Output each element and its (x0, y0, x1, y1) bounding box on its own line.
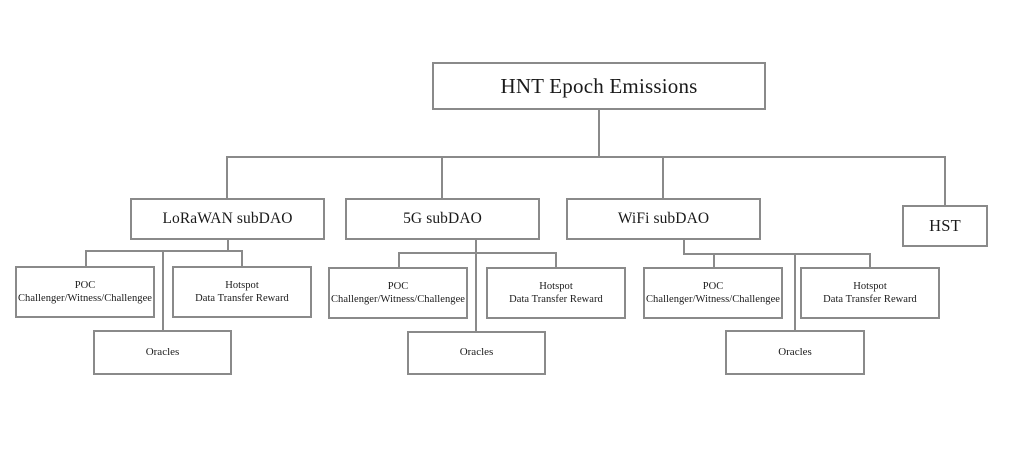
connector-drop-wifi (662, 156, 664, 198)
connector-lorawan-to-poc (85, 250, 87, 266)
node-lorawan-oracles[interactable]: Oracles (93, 330, 232, 375)
node-hst[interactable]: HST (902, 205, 988, 247)
connector-wifi-to-hotspot (869, 253, 871, 267)
node-label-line2: Data Transfer Reward (509, 294, 603, 305)
connector-wifi-to-poc (713, 253, 715, 267)
node-5g-oracles[interactable]: Oracles (407, 331, 546, 375)
connector-wifi-to-oracles (794, 253, 796, 331)
node-label-line2: Data Transfer Reward (195, 293, 289, 304)
node-label-line1: POC (387, 280, 409, 292)
connector-wifi-bus (683, 253, 871, 255)
connector-lorawan-stem (227, 240, 229, 252)
node-label-line1: Hotspot (225, 279, 259, 291)
node-label: HNT Epoch Emissions (500, 73, 698, 98)
connector-main-bus (226, 156, 946, 158)
connector-lorawan-bus (85, 250, 243, 252)
node-label-line2: Data Transfer Reward (823, 294, 917, 305)
connector-5g-to-oracles (475, 240, 477, 332)
node-wifi-subdao[interactable]: WiFi subDAO (566, 198, 761, 240)
connector-root-trunk (598, 110, 600, 157)
node-wifi-poc[interactable]: POC Challenger/Witness/Challengee (643, 267, 783, 319)
connector-drop-5g (441, 156, 443, 198)
connector-5g-to-hotspot (555, 252, 557, 267)
node-lorawan-hotspot[interactable]: Hotspot Data Transfer Reward (172, 266, 312, 318)
connector-5g-to-poc (398, 252, 400, 267)
connector-drop-lorawan (226, 156, 228, 198)
connector-lorawan-to-oracles (162, 250, 164, 330)
node-lorawan-subdao[interactable]: LoRaWAN subDAO (130, 198, 325, 240)
node-label: Oracles (145, 345, 180, 358)
node-label-line1: POC (702, 280, 724, 292)
node-wifi-oracles[interactable]: Oracles (725, 330, 865, 375)
connector-wifi-stem (683, 240, 685, 254)
node-5g-hotspot[interactable]: Hotspot Data Transfer Reward (486, 267, 626, 319)
node-label: 5G subDAO (403, 210, 482, 228)
node-5g-subdao[interactable]: 5G subDAO (345, 198, 540, 240)
node-hnt-epoch-emissions[interactable]: HNT Epoch Emissions (432, 62, 766, 110)
node-label: Oracles (778, 345, 812, 358)
node-label: Oracles (459, 346, 494, 359)
node-label-line2: Challenger/Witness/Challengee (18, 293, 152, 304)
node-lorawan-poc[interactable]: POC Challenger/Witness/Challengee (15, 266, 155, 318)
node-label-line2: Challenger/Witness/Challengee (646, 294, 780, 305)
connector-drop-hst (944, 156, 946, 205)
node-wifi-hotspot[interactable]: Hotspot Data Transfer Reward (800, 267, 940, 319)
node-label: LoRaWAN subDAO (162, 210, 293, 228)
node-label-line1: POC (74, 279, 96, 291)
node-label: WiFi subDAO (617, 210, 710, 228)
node-label-line1: Hotspot (539, 280, 573, 292)
node-label-line2: Challenger/Witness/Challengee (331, 294, 465, 305)
node-label-line1: Hotspot (853, 280, 887, 292)
node-label: HST (929, 215, 961, 235)
node-5g-poc[interactable]: POC Challenger/Witness/Challengee (328, 267, 468, 319)
connector-lorawan-to-hotspot (241, 250, 243, 266)
connector-5g-bus (398, 252, 557, 254)
